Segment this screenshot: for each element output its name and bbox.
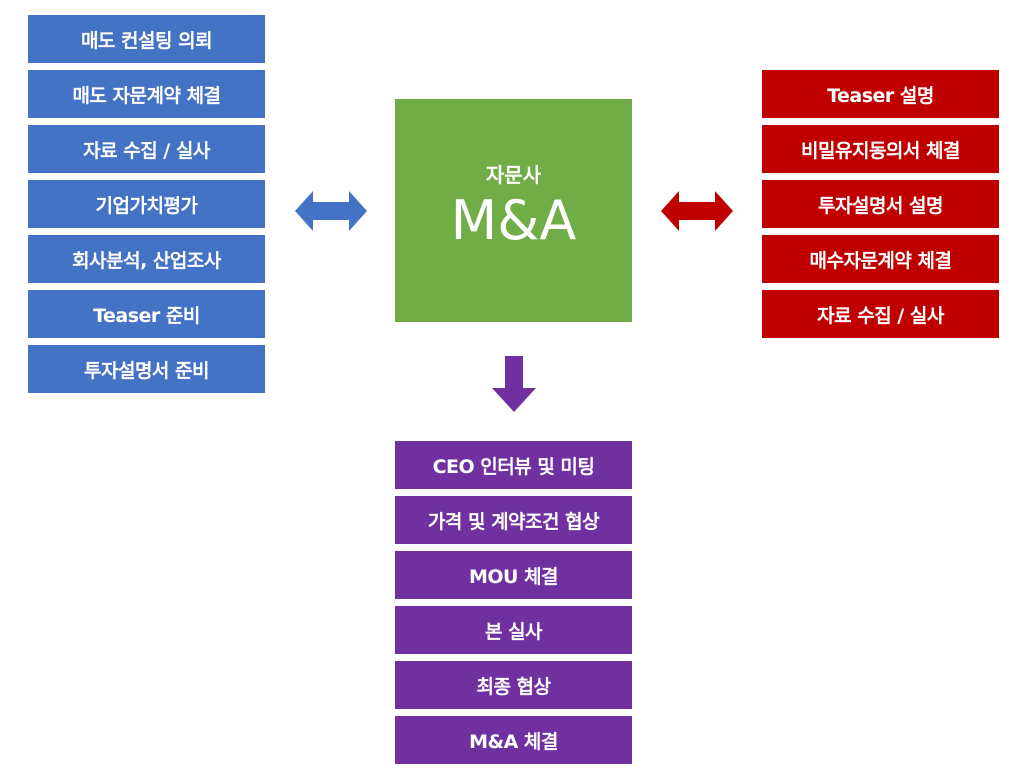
process-item: 최종 협상 bbox=[395, 661, 632, 709]
sell-item: Teaser 준비 bbox=[28, 290, 265, 338]
double-arrow-icon bbox=[295, 191, 367, 231]
sell-item: 회사분석, 산업조사 bbox=[28, 235, 265, 283]
process-item: 가격 및 계약조건 협상 bbox=[395, 496, 632, 544]
buy-side-list: Teaser 설명 비밀유지동의서 체결 투자설명서 설명 매수자문계약 체결 … bbox=[762, 70, 999, 338]
process-item: 본 실사 bbox=[395, 606, 632, 654]
process-list: CEO 인터뷰 및 미팅 가격 및 계약조건 협상 MOU 체결 본 실사 최종… bbox=[395, 441, 632, 764]
double-arrow-icon bbox=[661, 191, 733, 231]
advisor-subtitle: 자문사 bbox=[485, 163, 542, 187]
buy-item: 자료 수집 / 실사 bbox=[762, 290, 999, 338]
sell-side-list: 매도 컨설팅 의뢰 매도 자문계약 체결 자료 수집 / 실사 기업가치평가 회… bbox=[28, 15, 265, 393]
sell-item: 기업가치평가 bbox=[28, 180, 265, 228]
sell-item: 자료 수집 / 실사 bbox=[28, 125, 265, 173]
advisor-box: 자문사 M&A bbox=[395, 99, 632, 322]
buy-item: 비밀유지동의서 체결 bbox=[762, 125, 999, 173]
buy-item: 매수자문계약 체결 bbox=[762, 235, 999, 283]
buy-item: Teaser 설명 bbox=[762, 70, 999, 118]
sell-item: 매도 자문계약 체결 bbox=[28, 70, 265, 118]
arrow-down-icon bbox=[492, 356, 536, 412]
buy-item: 투자설명서 설명 bbox=[762, 180, 999, 228]
advisor-title: M&A bbox=[450, 189, 577, 252]
sell-item: 투자설명서 준비 bbox=[28, 345, 265, 393]
sell-item: 매도 컨설팅 의뢰 bbox=[28, 15, 265, 63]
process-item: MOU 체결 bbox=[395, 551, 632, 599]
process-item: CEO 인터뷰 및 미팅 bbox=[395, 441, 632, 489]
process-item: M&A 체결 bbox=[395, 716, 632, 764]
